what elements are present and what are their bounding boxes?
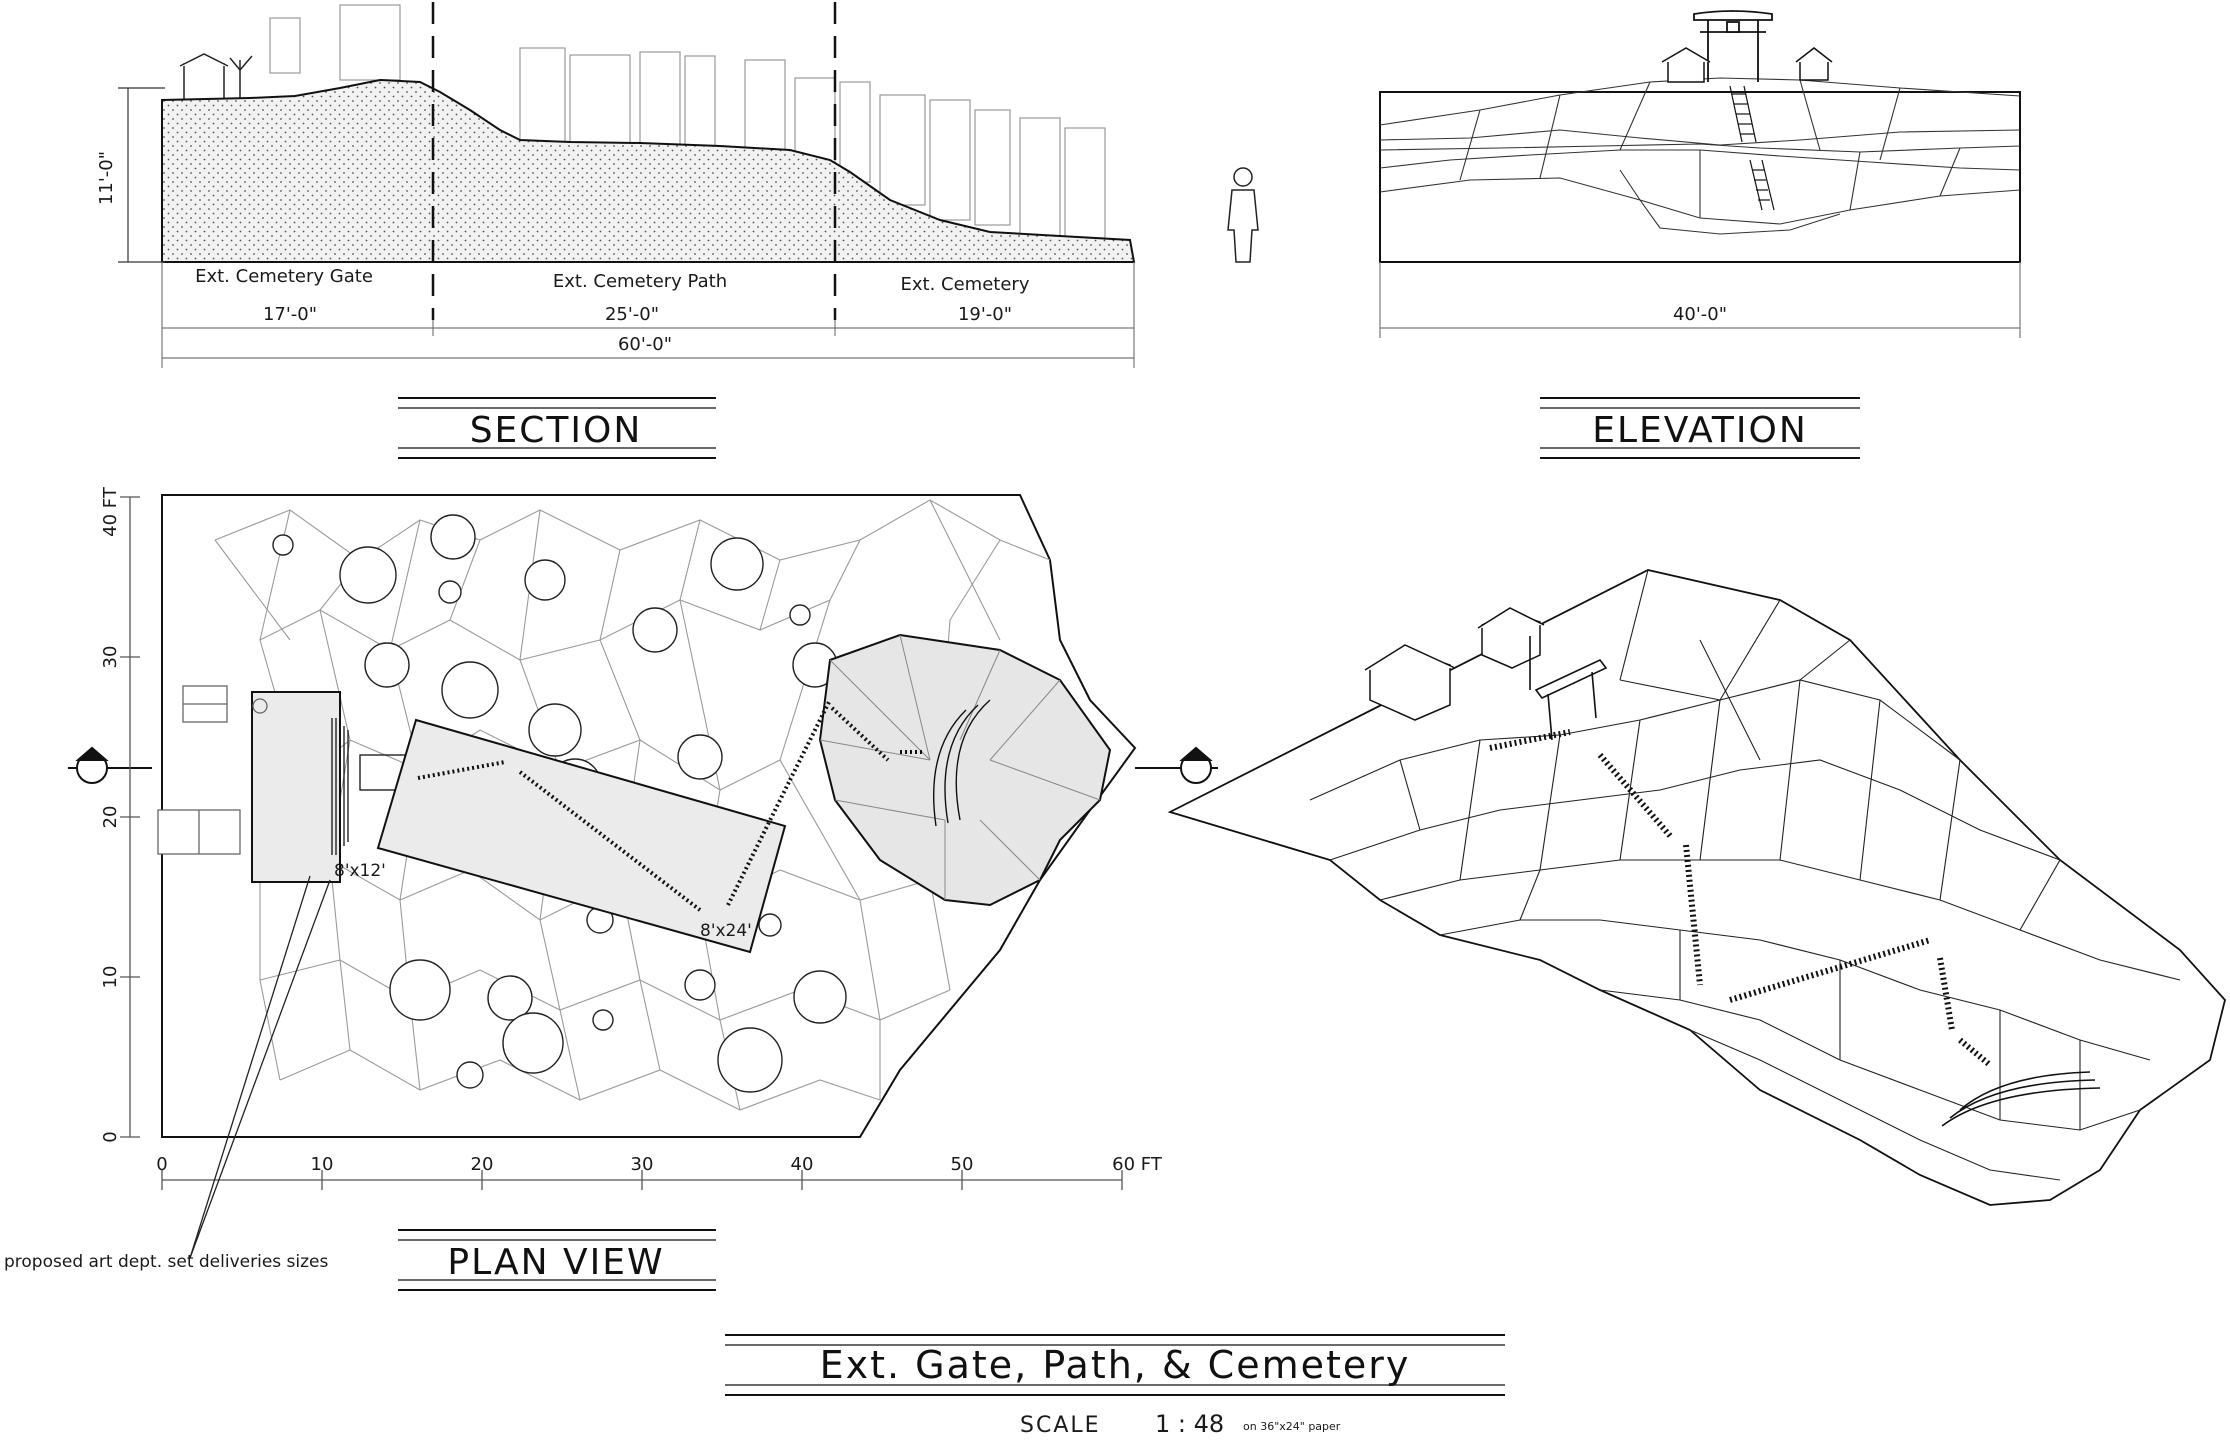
plan-y-tick-label: 10 <box>100 966 121 989</box>
plan-box-large-label: 8'x24' <box>700 921 752 941</box>
plan-title-block <box>398 1229 716 1291</box>
plan-cemetery-area <box>818 633 1112 907</box>
plan-delivery-box-small <box>251 691 341 883</box>
scale-label: SCALE <box>1020 1413 1101 1438</box>
iso-ground-edge <box>1169 811 1331 861</box>
plan-x-tick-label: 50 <box>951 1154 974 1175</box>
elevation-title-block <box>1540 397 1860 459</box>
sheet-title: Ext. Gate, Path, & Cemetery <box>820 1343 1411 1387</box>
plan-x-tick-label: 60 FT <box>1112 1154 1163 1175</box>
section-total-dimension: 60'-0" <box>618 334 672 355</box>
plan-x-tick-label: 40 <box>791 1154 814 1175</box>
plan-gate-stairs <box>331 718 413 855</box>
section-title: SECTION <box>470 410 643 451</box>
scale-value: 1 : 48 <box>1155 1410 1224 1438</box>
elevation-torii-gate-icon <box>1693 10 1773 82</box>
plan-y-axis <box>120 496 140 1138</box>
elevation-drawing: 40'-0" ELEVATION <box>1379 10 2021 459</box>
plan-x-tick-label: 30 <box>631 1154 654 1175</box>
human-scale-figure-icon <box>1227 167 1259 263</box>
plan-view-drawing: 8'x12' 8'x24' <box>4 486 1218 1291</box>
section-cut-marker-icon <box>68 746 1218 784</box>
iso-terrain-mesh <box>1309 569 2181 1181</box>
isometric-drawing <box>1167 569 2226 1206</box>
plan-x-tick-label: 20 <box>471 1154 494 1175</box>
plan-y-tick-label: 30 <box>100 646 121 669</box>
section-zone-label: Ext. Cemetery Gate <box>195 266 373 287</box>
section-title-block <box>398 397 716 459</box>
iso-stairs <box>1489 729 1992 1068</box>
plan-y-tick-label: 0 <box>100 1131 121 1142</box>
section-dimension-lines <box>161 262 1135 368</box>
section-gate-hut <box>179 53 253 101</box>
section-drawing: 11'-0" Ext. Cemetery Gate Ext. Cemetery … <box>96 2 1259 459</box>
plan-y-tick-label: 20 <box>100 806 121 829</box>
iso-site-outline <box>1167 569 2226 1206</box>
section-zone-dimension: 25'-0" <box>605 304 659 325</box>
plan-amphitheater-steps <box>933 699 991 827</box>
plan-house-icon <box>157 685 268 855</box>
plan-x-axis <box>161 1170 1123 1190</box>
elevation-width-label: 40'-0" <box>1673 304 1727 325</box>
plan-box-small-label: 8'x12' <box>334 861 386 881</box>
plan-title: PLAN VIEW <box>447 1242 664 1283</box>
plan-callout-text: proposed art dept. set deliveries sizes <box>4 1252 328 1272</box>
section-zone-dimension: 19'-0" <box>958 304 1012 325</box>
section-zone-dimension: 17'-0" <box>263 304 317 325</box>
paper-note: on 36"x24" paper <box>1243 1420 1341 1433</box>
iso-amphitheater <box>1941 1071 2101 1127</box>
iso-torii-gate-icon <box>1529 636 1608 741</box>
elevation-dimension-line <box>1379 262 2021 338</box>
plan-x-tick-label: 0 <box>156 1154 167 1175</box>
plan-x-tick-label: 10 <box>311 1154 334 1175</box>
section-height-label: 11'-0" <box>96 151 117 205</box>
section-height-dimension <box>118 87 165 263</box>
plan-y-tick-label: 40 FT <box>100 486 121 537</box>
elevation-stairs <box>1729 85 1775 211</box>
section-terrain <box>161 78 1136 263</box>
plan-cemetery-mesh <box>819 634 1101 900</box>
elevation-shrine-hut-icon <box>1661 47 1833 83</box>
section-zone-label: Ext. Cemetery Path <box>553 271 727 292</box>
iso-shrine-hut-icon <box>1364 607 1545 721</box>
section-zone-label: Ext. Cemetery <box>901 274 1030 295</box>
plan-path-stairs <box>417 699 925 912</box>
plan-delivery-box-large <box>376 718 787 954</box>
elevation-terrain-mesh <box>1379 77 2021 235</box>
elevation-title: ELEVATION <box>1592 410 1808 451</box>
plan-callout-leader <box>189 875 331 1259</box>
sheet-title-block <box>725 1334 1505 1396</box>
